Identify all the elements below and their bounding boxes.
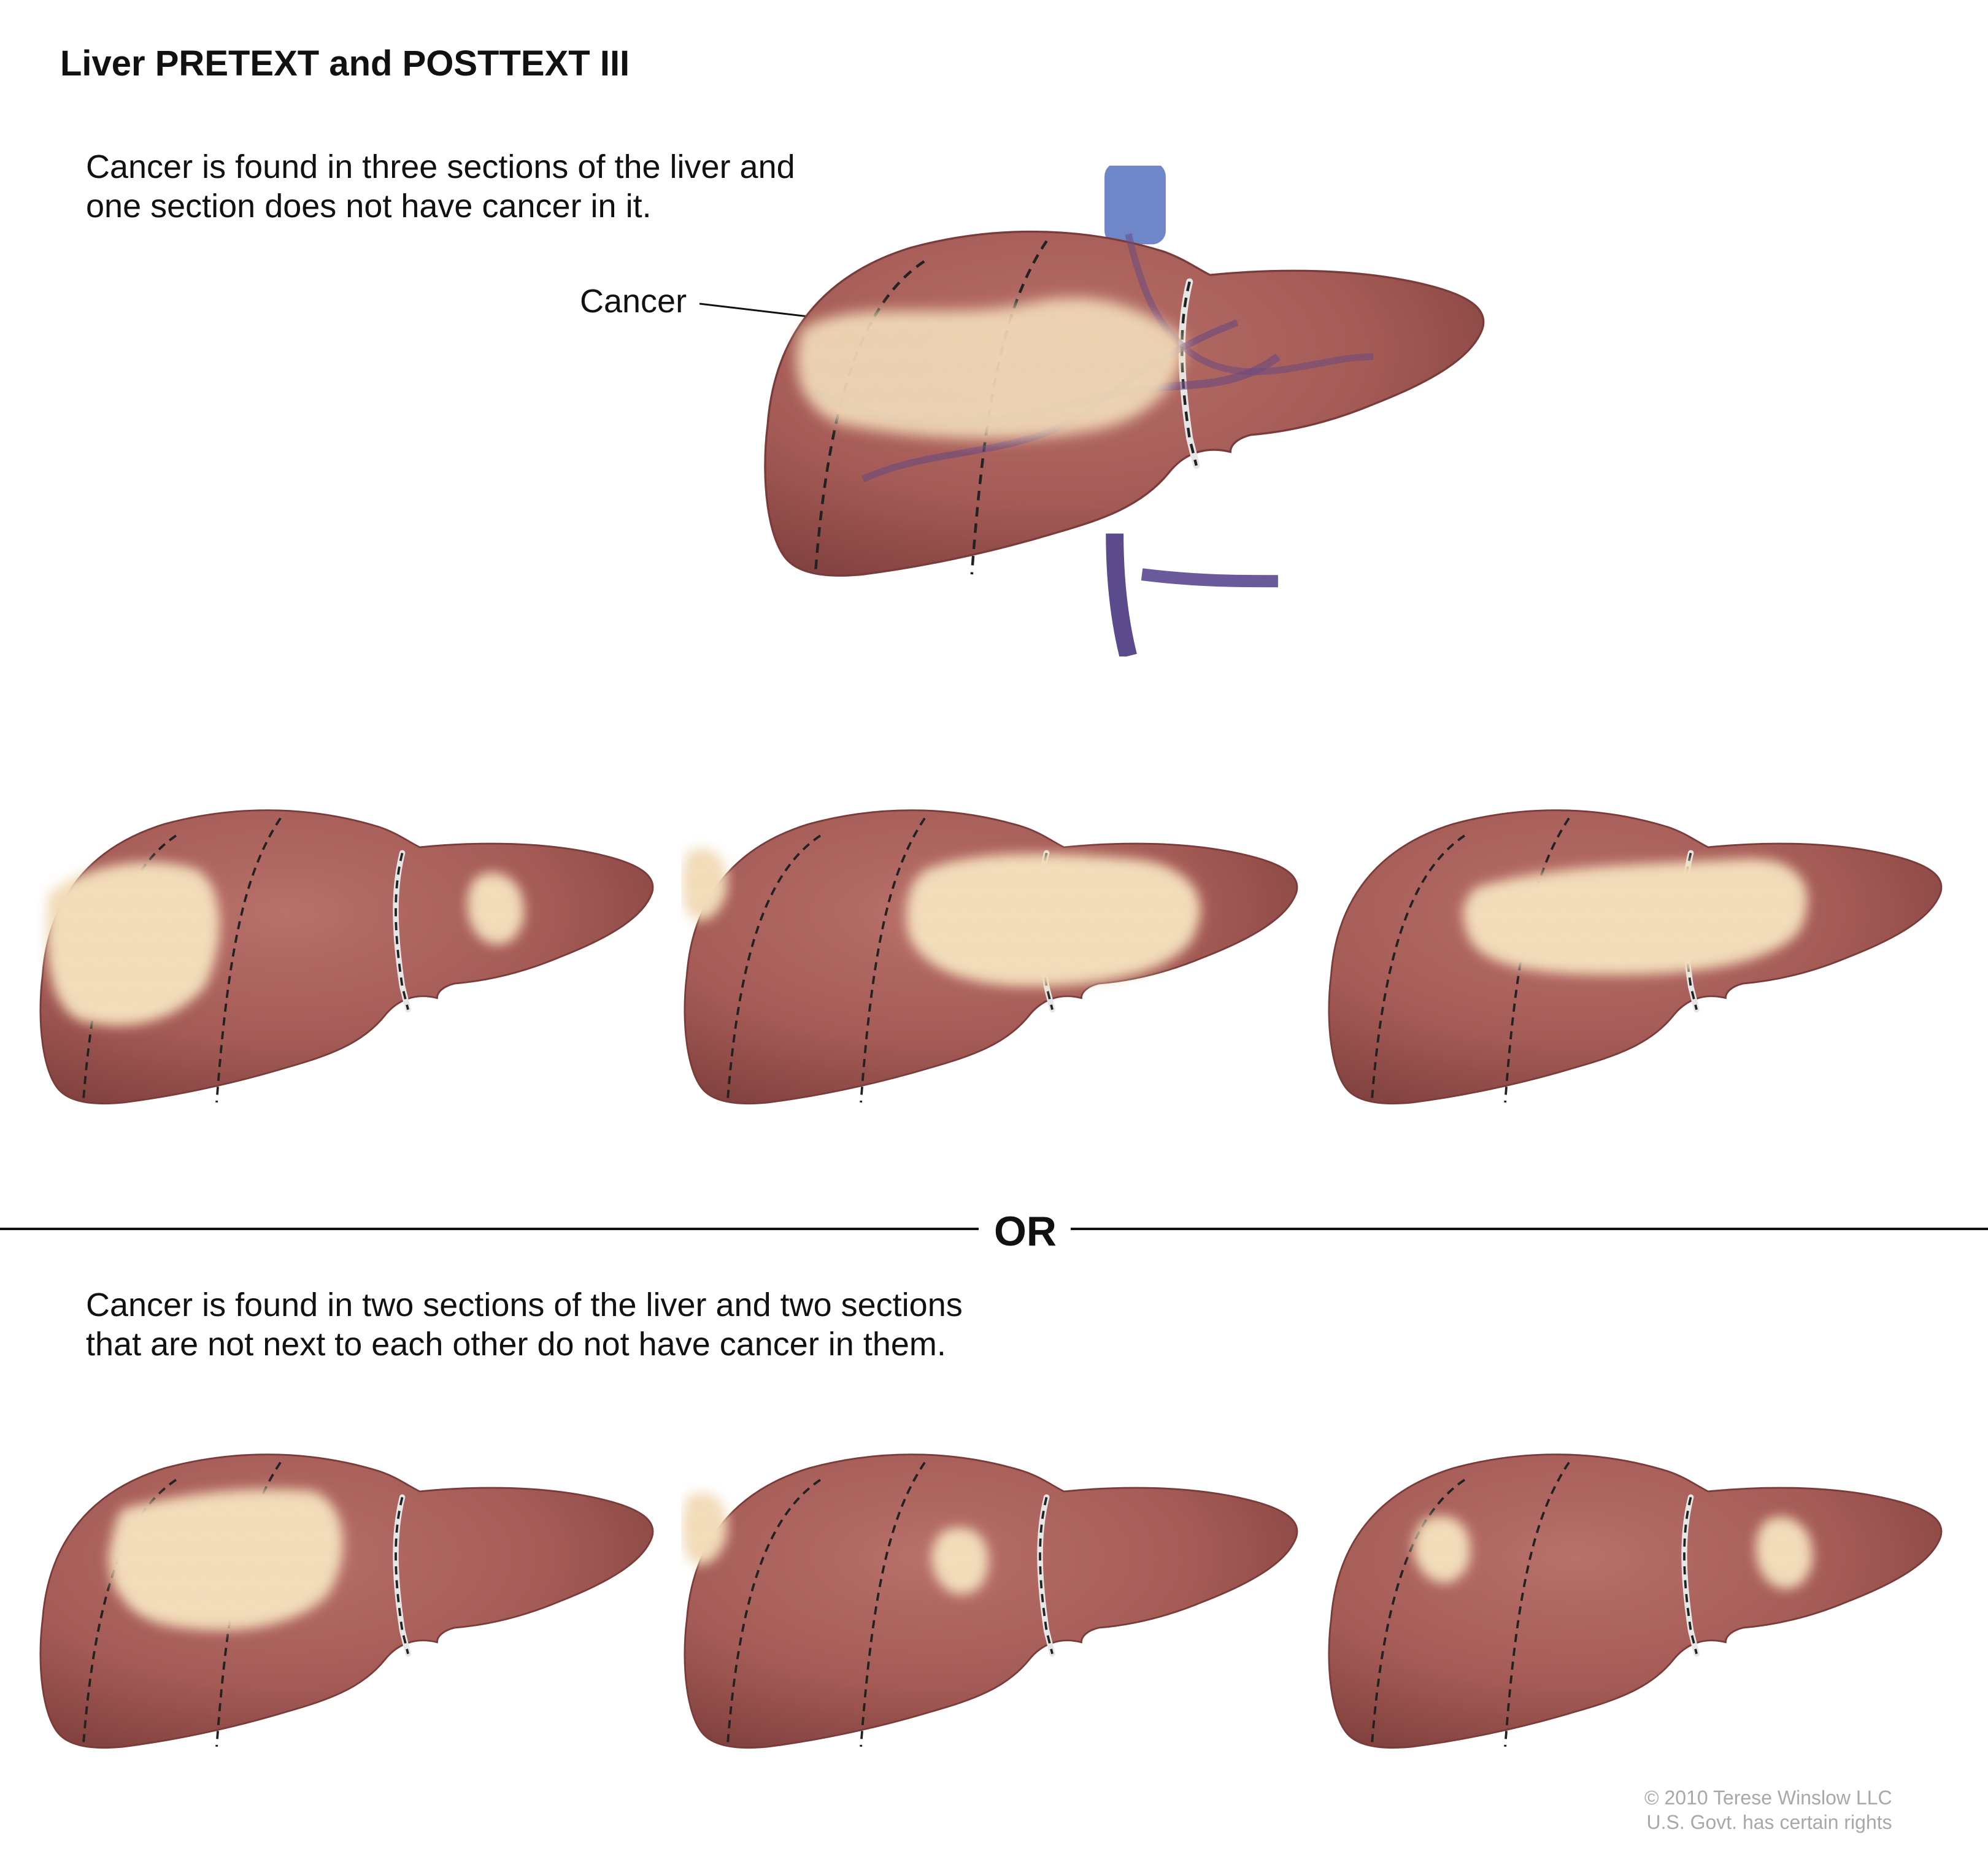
cancer-label: Cancer — [580, 283, 687, 320]
diagram-title: Liver PRETEXT and POSTTEXT III — [60, 44, 630, 83]
tumor-row2-2-b — [931, 1527, 989, 1595]
liver-row1-2 — [681, 749, 1319, 1178]
vena-cava — [1104, 166, 1166, 245]
liver-body-row2-3 — [1329, 1455, 1941, 1748]
liver-row1-3 — [1325, 749, 1963, 1178]
tumor-row2-2-a — [682, 1493, 728, 1565]
description-bottom-line-1: Cancer is found in two sections of the l… — [86, 1287, 963, 1323]
tumor-row2-1 — [109, 1489, 344, 1631]
liver-body-row2-2 — [685, 1455, 1297, 1748]
description-top: Cancer is found in three sections of the… — [86, 147, 1006, 226]
tumor-row1-2-b — [906, 853, 1201, 987]
liver-row2-2 — [681, 1393, 1319, 1822]
tumor-row1-2-a — [682, 849, 728, 921]
tumor-row1-1-b — [467, 872, 525, 945]
vessel-3 — [1125, 233, 1374, 375]
tumor-row2-3-a — [1413, 1515, 1471, 1583]
liver-row2-1 — [37, 1393, 675, 1822]
copyright-line-1: © 2010 Terese Winslow LLC — [1644, 1787, 1892, 1809]
tumor-row1-1-a — [46, 862, 220, 1026]
liver-main — [761, 166, 1509, 656]
description-bottom-line-2: that are not next to each other do not h… — [86, 1326, 946, 1363]
tumor-main — [796, 298, 1184, 439]
cancer-leader-line — [699, 302, 820, 319]
tumor-row2-3-b — [1755, 1517, 1813, 1589]
portal-vein — [1106, 533, 1137, 656]
or-separator-label: OR — [994, 1208, 1057, 1255]
tumor-row1-3 — [1463, 858, 1808, 975]
copyright-line-2: U.S. Govt. has certain rights — [1646, 1811, 1892, 1833]
description-top-line-1: Cancer is found in three sections of the… — [86, 148, 795, 185]
liver-row2-3 — [1325, 1393, 1963, 1822]
description-top-line-2: one section does not have cancer in it. — [86, 188, 652, 225]
liver-row1-1 — [37, 749, 675, 1178]
hepatic-artery-branch — [1141, 568, 1278, 588]
copyright-notice: © 2010 Terese Winslow LLC U.S. Govt. has… — [1644, 1785, 1892, 1834]
description-bottom: Cancer is found in two sections of the l… — [86, 1285, 1252, 1364]
